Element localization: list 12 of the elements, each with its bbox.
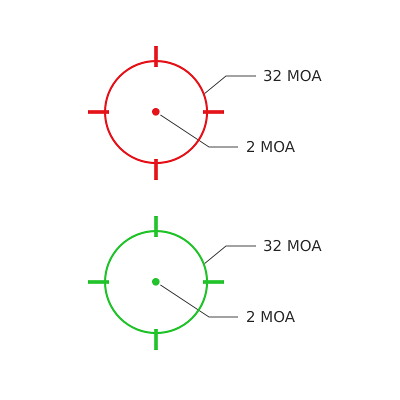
center-dot <box>152 108 160 116</box>
leader-line <box>160 114 238 148</box>
callout-label: 2 MOA <box>238 308 296 326</box>
leader-line <box>204 246 256 264</box>
leader-line <box>160 284 238 318</box>
reticle-ring <box>104 230 208 334</box>
reticle-ring <box>104 60 208 164</box>
center-dot <box>152 278 160 286</box>
callout-label: 32 MOA <box>256 237 322 255</box>
leader-line <box>204 76 256 94</box>
callout-label: 32 MOA <box>256 67 322 85</box>
callout-label: 2 MOA <box>238 138 296 156</box>
